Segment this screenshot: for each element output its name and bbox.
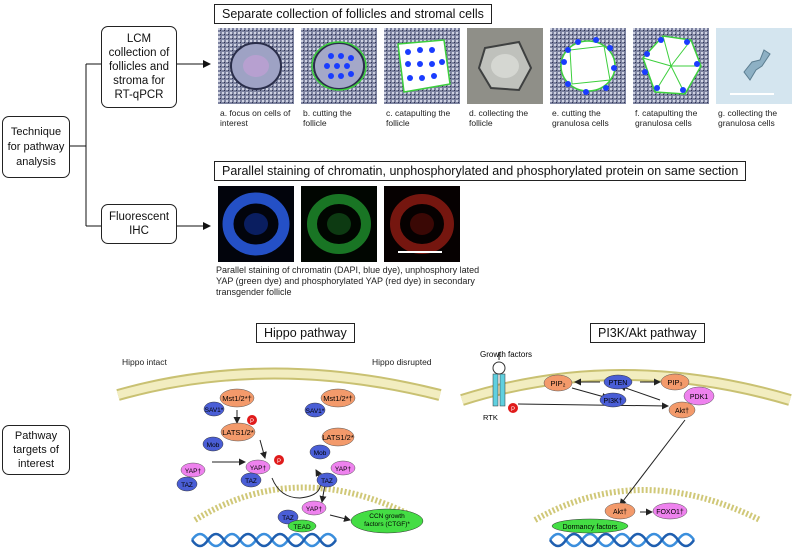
hippo-ccn-line1: CCN growth [369,513,405,520]
lcm-caption-d: d. collecting the follicle [469,108,529,128]
pten-node: PTEN [609,380,628,387]
hippo-yap-intact-2: YAP† [250,465,267,472]
fluorescent-ihc-box: Fluorescent IHC [101,204,177,244]
rtk-label: RTK [483,413,498,422]
phospho-p-rtk: P [511,407,515,413]
lcm-caption-g: g. collecting the granulosa cells [718,108,778,128]
pip2-node: PIP₂ [551,379,566,388]
hippo-yap-disrupted-1: YAP† [335,466,352,473]
hippo-sav-intact: SAV1* [205,407,224,414]
ihc-yap-green-image [301,186,377,262]
hippo-yap-intact-1: YAP† [185,468,202,475]
lcm-caption-a: a. focus on cells of interest [220,108,291,128]
lcm-collection-box: LCM collection of follicles and stroma f… [101,26,177,108]
hippo-ccn-line2: factors (CTGF)* [364,521,410,528]
hippo-mob-intact: Mob [207,442,220,449]
hippo-mob-disrupted: Mob [314,450,327,457]
pi3k-node: PI3K† [603,398,622,405]
growth-factors-label: Growth factors [480,350,532,359]
ihc-dapi-image [218,186,294,262]
pi3k-dna-helix [548,532,696,548]
ihc-header: Parallel staining of chromatin, unphosph… [214,161,747,181]
lcm-caption-c: c. catapulting the follicle [386,108,451,128]
hippo-taz-nuclear: TAZ [282,515,294,522]
hippo-sav-disrupted: SAV1* [306,408,325,415]
hippo-intact-label: Hippo intact [122,357,167,367]
pdk1-node: PDK1 [690,394,708,401]
akt-nuclear-node: Akt† [613,509,627,516]
hippo-disrupted-label: Hippo disrupted [372,357,432,367]
dormancy-factors-node: Dormancy factors [563,524,618,531]
ihc-caption: Parallel staining of chromatin (DAPI, bl… [216,265,480,297]
lcm-image-c [384,28,460,104]
lcm-image-a [218,28,294,104]
akt-cytoplasm-node: Akt† [675,408,689,415]
lcm-caption-b: b. cutting the follicle [303,108,352,128]
hippo-lats-intact: LATS1/2* [222,428,254,437]
foxo1-node: FOXO1† [656,509,684,516]
hippo-lats-disrupted: LATS1/2* [322,433,354,442]
hippo-mst-intact: Mst1/2*† [222,394,252,403]
hippo-taz-intact-2: TAZ [245,478,257,485]
hippo-tead: TEAD [293,524,311,531]
lcm-image-d [467,28,543,104]
technique-box: Technique for pathway analysis [2,116,70,178]
lcm-image-b [301,28,377,104]
ihc-pyap-red-image [384,186,460,262]
pip3-node: PIP₃ [667,378,682,387]
hippo-mst-disrupted: Mst1/2*† [323,394,353,403]
lcm-header: Separate collection of follicles and str… [214,4,492,24]
hippo-taz-disrupted-1: TAZ [321,478,333,485]
hippo-taz-intact-1: TAZ [181,482,193,489]
lcm-image-g [716,28,792,104]
lcm-caption-e: e. cutting the granulosa cells [552,108,609,128]
lcm-image-f [633,28,709,104]
pathway-targets-box: Pathway targets of interest [2,425,70,475]
phospho-p-mst: P [250,419,254,425]
phospho-p-yap: P [277,459,281,465]
pi3k-nuclear-membrane [533,487,762,523]
rtk-receptor [492,361,506,407]
pi3k-title: PI3K/Akt pathway [590,323,705,343]
hippo-yap-nuclear: YAP† [306,506,323,513]
hippo-dna-helix [190,532,338,548]
lcm-caption-f: f. catapulting the granulosa cells [635,108,698,128]
hippo-title: Hippo pathway [256,323,355,343]
lcm-image-e [550,28,626,104]
